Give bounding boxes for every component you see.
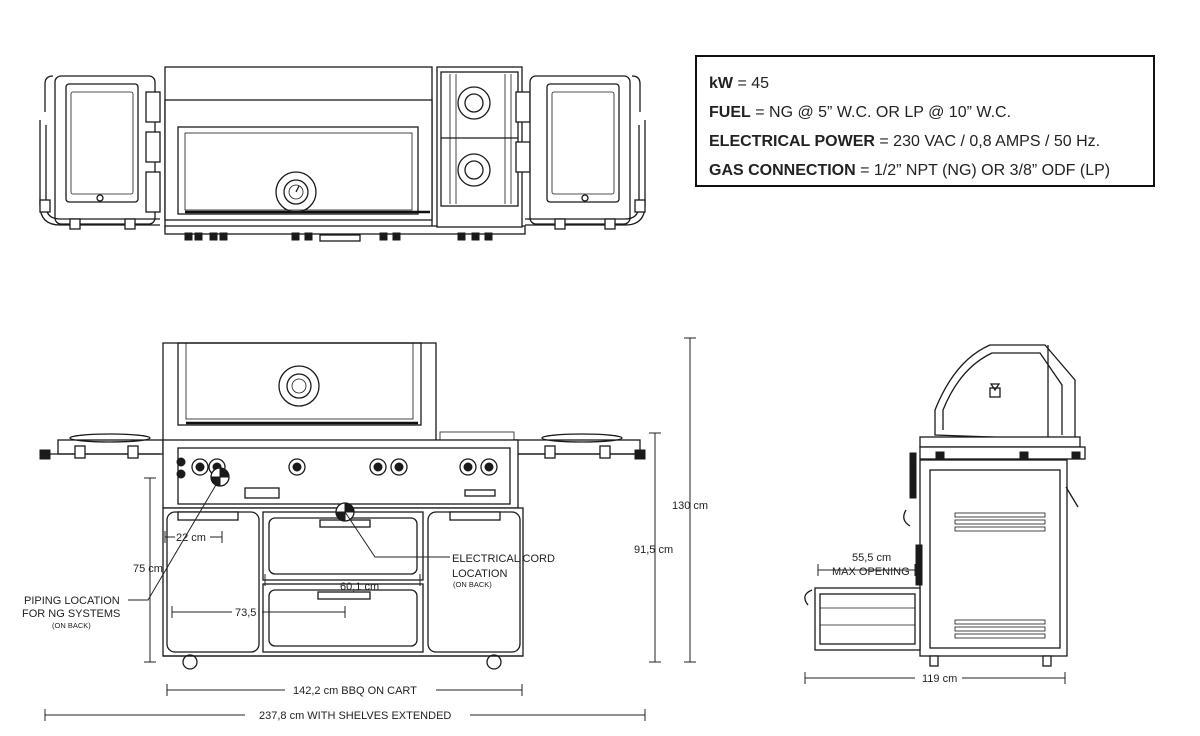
spec-gas: GAS CONNECTION = 1/2” NPT (NG) OR 3/8” O… bbox=[709, 156, 1141, 185]
dim-22: 22 cm bbox=[176, 532, 206, 544]
dim-142-2: 142,2 cm BBQ ON CART bbox=[293, 685, 417, 697]
dim-119: 119 cm bbox=[922, 673, 957, 685]
cord-label-note: (ON BACK) bbox=[453, 580, 492, 589]
front-shelves bbox=[39, 431, 646, 460]
brand-emblem bbox=[989, 383, 1001, 398]
top-main-body bbox=[164, 66, 526, 242]
dim-55-5: 55,5 cm bbox=[852, 552, 891, 564]
top-left-shelf bbox=[39, 75, 161, 230]
dimension-lines bbox=[44, 337, 1066, 721]
spec-electrical-value: = 230 VAC / 0,8 AMPS / 50 Hz. bbox=[874, 133, 1101, 150]
dim-max-opening: MAX OPENING bbox=[832, 566, 910, 578]
piping-label-line2: FOR NG SYSTEMS bbox=[22, 608, 120, 620]
dim-130: 130 cm bbox=[672, 500, 708, 512]
top-right-shelf bbox=[525, 75, 646, 230]
piping-label-note: (ON BACK) bbox=[52, 621, 91, 630]
piping-label-line1: PIPING LOCATION bbox=[24, 595, 120, 607]
spec-electrical: ELECTRICAL POWER = 230 VAC / 0,8 AMPS / … bbox=[709, 127, 1141, 156]
dimension-labels: 130 cm 91,5 cm 75 cm 22 cm 60,1 cm 73,5 … bbox=[133, 500, 957, 722]
cord-label-line2: LOCATION bbox=[452, 568, 507, 580]
callout-labels: PIPING LOCATION FOR NG SYSTEMS (ON BACK)… bbox=[22, 553, 555, 630]
top-view bbox=[39, 66, 646, 242]
front-view bbox=[39, 342, 646, 670]
dim-91-5: 91,5 cm bbox=[634, 544, 673, 556]
dim-75: 75 cm bbox=[133, 563, 163, 575]
side-vents bbox=[954, 512, 1046, 639]
dim-237-8: 237,8 cm WITH SHELVES EXTENDED bbox=[259, 710, 451, 722]
spec-box: kW = 45 FUEL = NG @ 5” W.C. OR LP @ 10” … bbox=[695, 55, 1155, 187]
front-cabinet bbox=[162, 507, 524, 670]
top-knob-row bbox=[184, 232, 493, 242]
spec-fuel: FUEL = NG @ 5” W.C. OR LP @ 10” W.C. bbox=[709, 98, 1141, 127]
drawer-open bbox=[804, 587, 921, 651]
spec-gas-value: = 1/2” NPT (NG) OR 3/8” ODF (LP) bbox=[855, 162, 1111, 179]
piping-marker bbox=[210, 467, 230, 487]
control-knobs bbox=[176, 457, 498, 479]
dim-73-5: 73,5 bbox=[235, 607, 256, 619]
spec-kw: kW = 45 bbox=[709, 69, 1141, 98]
spec-fuel-key: FUEL bbox=[709, 104, 751, 121]
spec-gas-key: GAS CONNECTION bbox=[709, 162, 856, 179]
spec-electrical-key: ELECTRICAL POWER bbox=[709, 133, 875, 150]
spec-fuel-value: = NG @ 5” W.C. OR LP @ 10” W.C. bbox=[750, 104, 1012, 121]
dim-60-1: 60,1 cm bbox=[340, 581, 379, 593]
spec-kw-value: = 45 bbox=[733, 75, 770, 92]
top-side-burner bbox=[436, 66, 531, 228]
spec-kw-key: kW bbox=[709, 75, 733, 92]
side-view bbox=[804, 344, 1086, 667]
front-lid bbox=[162, 342, 437, 442]
cord-label-line1: ELECTRICAL CORD bbox=[452, 553, 555, 565]
